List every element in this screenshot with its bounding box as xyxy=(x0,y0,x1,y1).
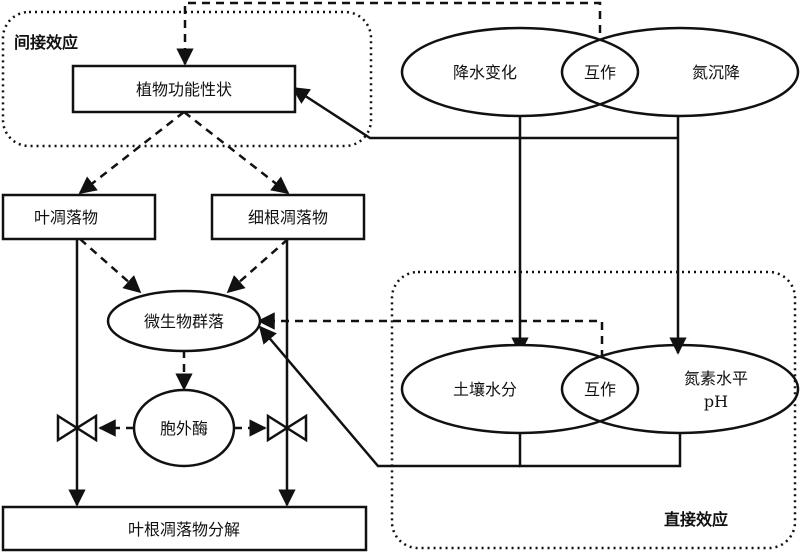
leaf-litter-to-microbe-arrow xyxy=(79,238,142,294)
plant-traits-label: 植物功能性状 xyxy=(136,80,232,99)
root-litter-to-microbe-arrow xyxy=(226,238,289,294)
direct-effect-region xyxy=(390,270,797,550)
nitrogen-deposition-label: 氮沉降 xyxy=(692,63,740,82)
leaf-litter-label: 叶凋落物 xyxy=(34,208,98,227)
plant-traits-to-root-litter-arrow xyxy=(183,111,290,195)
nitrogen-level-label: 氮素水平 xyxy=(684,369,748,388)
fine-root-litter-label: 细根凋落物 xyxy=(248,208,328,227)
interaction-bottom-label: 互作 xyxy=(584,380,616,399)
direct-effect-label: 直接效应 xyxy=(664,510,728,529)
ph-label: pH xyxy=(704,392,728,411)
precip-change-label: 降水变化 xyxy=(453,63,517,82)
interaction-to-plant-traits-arrow xyxy=(176,1,602,66)
exoenzyme-node xyxy=(132,388,236,468)
right-valve-icon xyxy=(266,413,308,443)
microbial-community-label: 微生物群落 xyxy=(144,312,224,331)
decomposition-label: 叶根凋落物分解 xyxy=(128,520,240,539)
indirect-effect-region xyxy=(1,10,373,148)
fine-root-litter-node xyxy=(210,193,366,241)
microbial-community-node xyxy=(106,289,262,353)
indirect-effect-label: 间接效应 xyxy=(14,33,78,52)
leaf-litter-node xyxy=(1,193,157,241)
soil-moisture-label: 土壤水分 xyxy=(453,380,517,399)
plant-traits-node xyxy=(71,64,297,114)
left-valve-icon xyxy=(56,413,98,443)
exoenzyme-label: 胞外酶 xyxy=(160,419,208,438)
nitrogen-deposition-node xyxy=(560,26,800,118)
direct-effect-to-microbe-arrow xyxy=(258,325,520,468)
nitrogen-to-plant-traits-arrow xyxy=(291,86,678,140)
interaction-top-label: 互作 xyxy=(584,63,616,82)
decomposition-node xyxy=(1,505,368,552)
plant-traits-to-leaf-litter-arrow xyxy=(78,111,185,195)
direct-effect-bracket xyxy=(518,433,682,468)
